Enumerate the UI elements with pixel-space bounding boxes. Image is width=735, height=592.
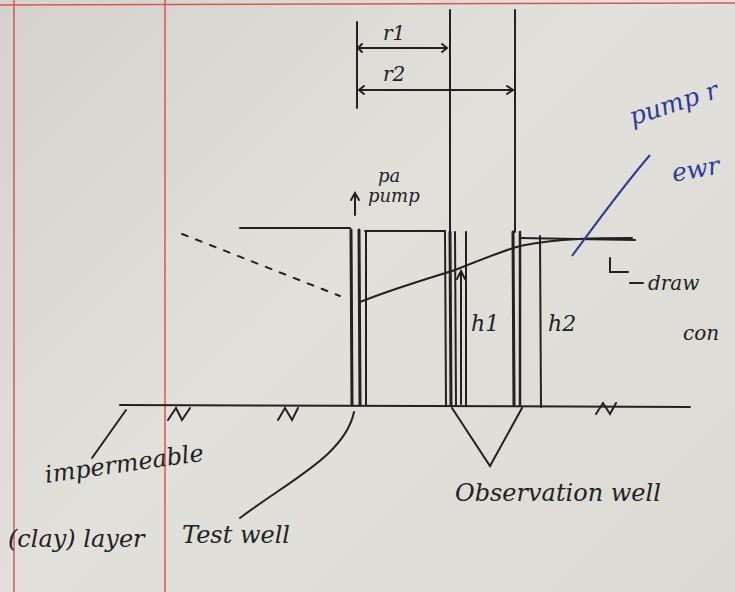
sketch-label: Test well xyxy=(182,522,290,548)
sketch-label: pump r xyxy=(626,76,722,130)
sketch-label: h2 xyxy=(548,312,576,336)
sketch-label: con xyxy=(683,322,719,344)
sketch-label: h1 xyxy=(471,312,499,336)
sketch-label: r2 xyxy=(383,63,405,85)
sketch-label: pa xyxy=(378,166,400,186)
sketch-label: ewr xyxy=(670,152,722,187)
sketch-label: r1 xyxy=(383,22,405,44)
sketch-label: draw xyxy=(648,272,699,294)
leader-line xyxy=(572,155,650,256)
sketch-label: Observation well xyxy=(455,480,661,506)
sketch-label: impermeable xyxy=(43,440,205,488)
sketch-label: (clay) layer xyxy=(8,526,145,552)
sketch-label: pump xyxy=(368,186,420,206)
